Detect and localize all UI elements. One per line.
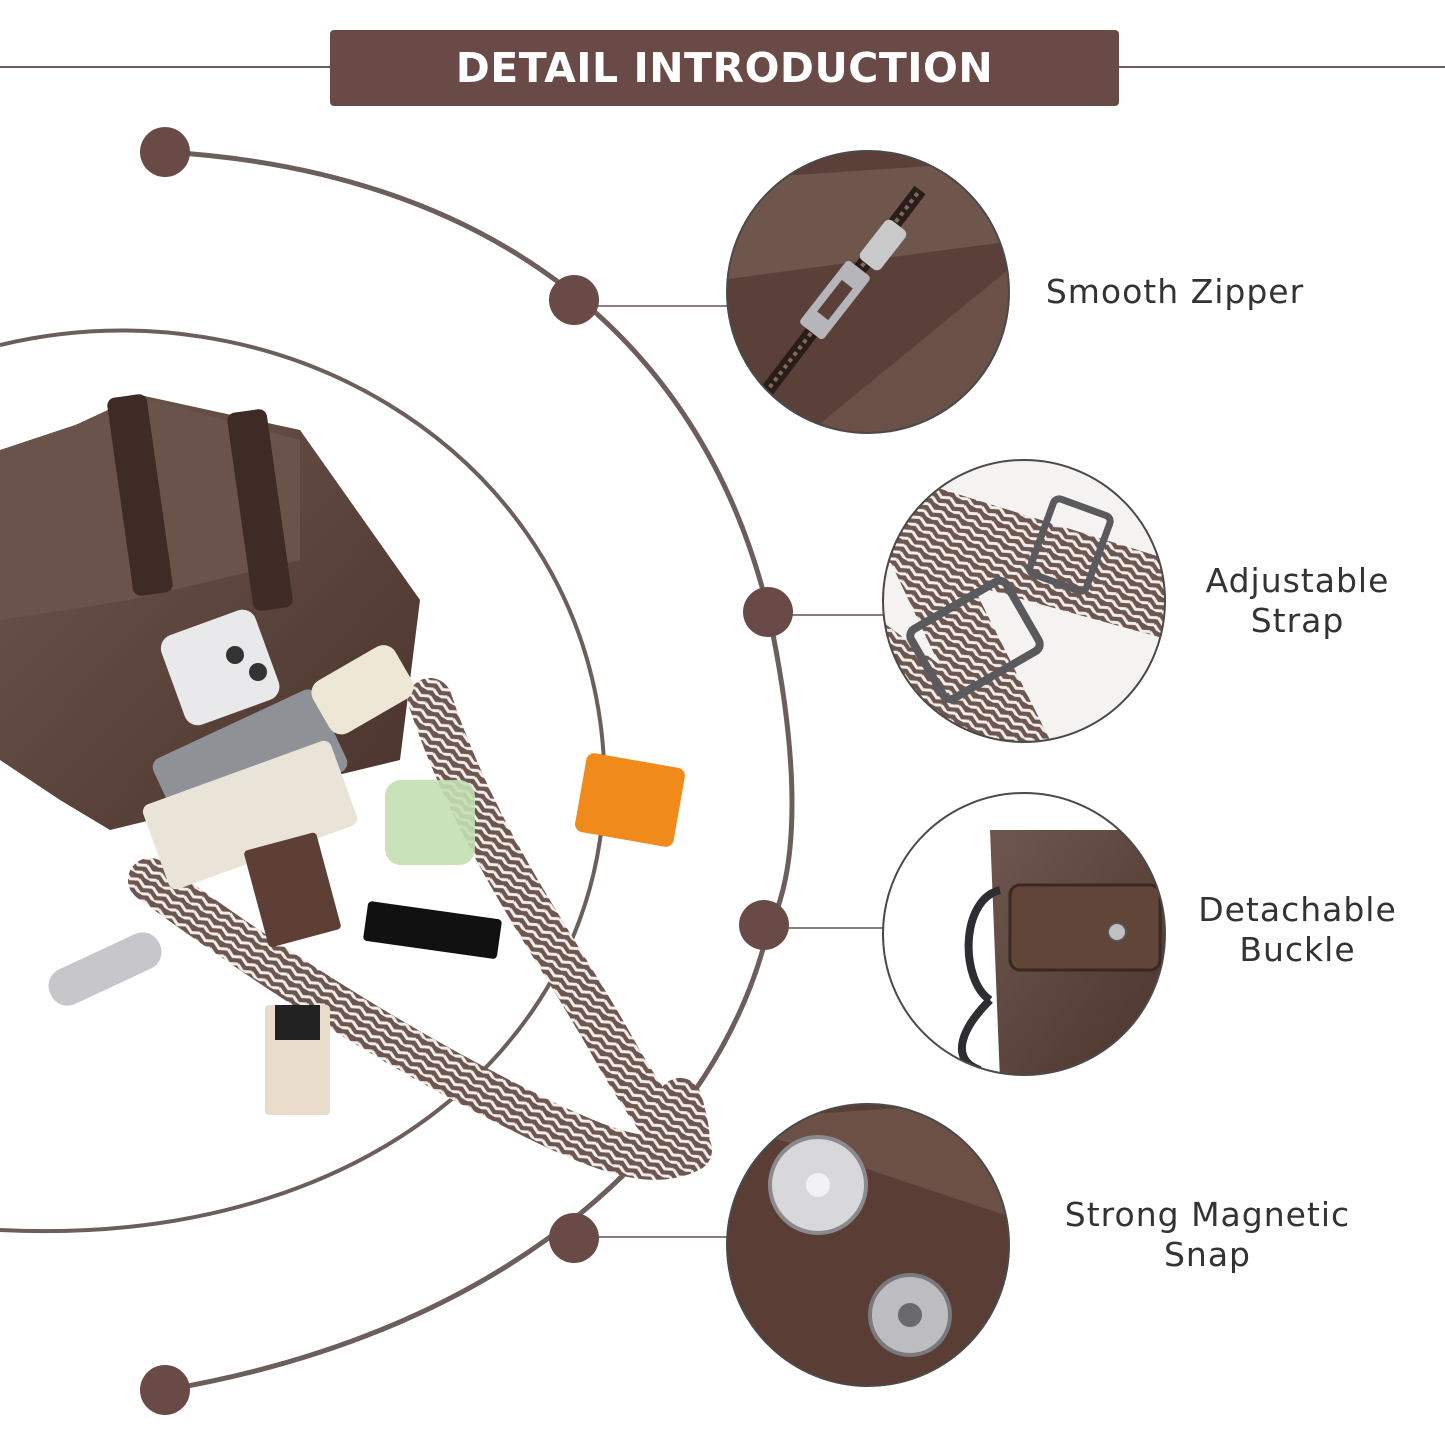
header-rule-left bbox=[0, 66, 330, 68]
dot-top-icon bbox=[140, 127, 190, 177]
crossbody-bag-illustration bbox=[0, 394, 712, 1180]
strap-buckle-closeup-icon bbox=[882, 459, 1166, 743]
feature-label-zipper: Smooth Zipper bbox=[1045, 272, 1305, 311]
magnetic-snap-closeup-icon bbox=[726, 1103, 1010, 1387]
dot-bottom-icon bbox=[140, 1365, 190, 1415]
header-rule-right bbox=[1119, 66, 1445, 68]
arc-dots bbox=[140, 127, 793, 1415]
title-banner: DETAIL INTRODUCTION bbox=[330, 30, 1119, 106]
outer-arc bbox=[164, 149, 795, 1393]
clip-hook-closeup-icon bbox=[882, 792, 1166, 1076]
dot-strap-icon bbox=[743, 587, 793, 637]
feature-label-snap: Strong Magnetic Snap bbox=[1064, 1195, 1351, 1274]
dot-zipper-icon bbox=[549, 275, 599, 325]
dot-snap-icon bbox=[549, 1213, 599, 1263]
dot-buckle-icon bbox=[739, 900, 789, 950]
feature-label-buckle: Detachable Buckle bbox=[1198, 890, 1397, 969]
inner-arc bbox=[0, 328, 607, 1234]
page-title: DETAIL INTRODUCTION bbox=[455, 44, 994, 92]
zipper-closeup-icon bbox=[726, 150, 1010, 434]
feature-label-strap: Adjustable Strap bbox=[1205, 561, 1390, 640]
